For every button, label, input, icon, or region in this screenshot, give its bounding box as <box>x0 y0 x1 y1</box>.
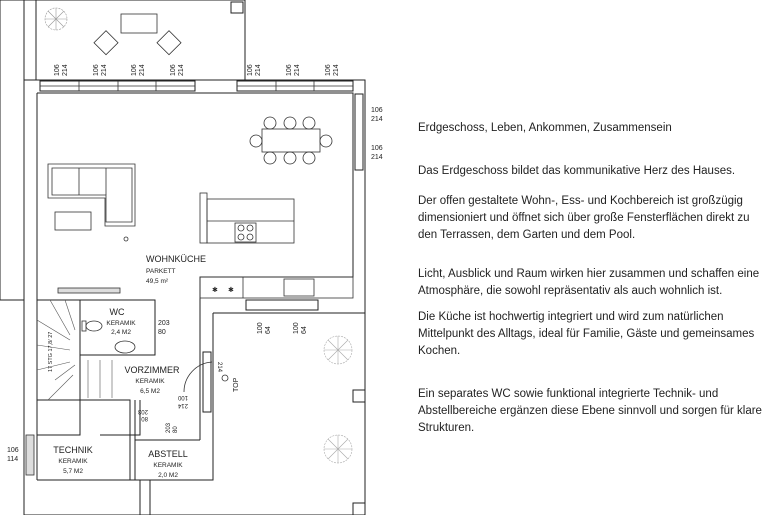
wall-stub <box>139 480 151 515</box>
dim-label: 106 <box>371 145 383 152</box>
description-paragraph: Der offen gestaltete Wohn-, Ess- und Koc… <box>418 195 750 241</box>
room-label-wc: WC KERAMIK 2,4 M2 <box>106 307 136 336</box>
entry-door <box>202 351 212 413</box>
dim-label: 203 <box>166 422 172 433</box>
room-floor: KERAMIK <box>106 320 136 327</box>
cooktop-icon <box>234 222 257 243</box>
terrace-wall <box>23 0 37 81</box>
room-floor: KERAMIK <box>58 458 88 465</box>
kitchen-island <box>199 192 295 244</box>
top-label: TOP <box>233 377 240 392</box>
dim-label: 114 <box>7 456 18 463</box>
room-floor: KERAMIK <box>135 378 165 385</box>
dim-label: 214 <box>294 64 301 76</box>
kitchen-counter: ✱✱ <box>199 276 354 299</box>
dim-label: 214 <box>333 64 340 76</box>
dim-label: 214 <box>101 64 108 76</box>
dim-label: 214 <box>62 64 69 76</box>
description-paragraph: Das Erdgeschoss bildet das kommunikative… <box>418 165 736 177</box>
top-marker-icon <box>221 374 229 382</box>
room-area: 5,7 M2 <box>63 468 83 475</box>
column <box>352 389 366 403</box>
tree-icon <box>44 7 68 31</box>
description-paragraph: Licht, Ausblick und Raum wirken hier zus… <box>418 268 760 297</box>
washbasin-icon <box>114 340 136 354</box>
entry-door-swing <box>183 361 213 393</box>
dim-label: 106 <box>7 447 19 454</box>
description-paragraph: Ein separates WC sowie funktional integr… <box>418 388 762 434</box>
room-label-vorzimmer: VORZIMMER KERAMIK 6,5 M2 <box>125 365 180 395</box>
room-area: 6,5 M2 <box>140 388 160 395</box>
dim-label: 214 <box>177 402 188 408</box>
dim-label: 106 <box>371 107 383 114</box>
lounge-table <box>120 13 158 34</box>
room-floor: KERAMIK <box>153 462 183 469</box>
room-label-wohnkueche: WOHNKÜCHE PARKETT 49,5 m² <box>146 254 206 285</box>
dim-label: 214 <box>255 64 262 76</box>
column-marker <box>123 236 129 242</box>
dim-label: 64 <box>265 326 272 334</box>
dining-table <box>249 116 333 165</box>
room-area: 2,4 M2 <box>111 329 131 336</box>
dim-label: 80 <box>158 329 166 336</box>
dim-label: 64 <box>301 326 308 334</box>
dim-label: 214 <box>216 362 222 373</box>
window-kitchen <box>245 299 319 311</box>
room-label-abstell: ABSTELL KERAMIK 2,0 M2 <box>148 449 188 479</box>
dim-label: 203 <box>158 320 170 327</box>
dim-label: 100 <box>293 322 300 334</box>
staircase <box>36 299 113 401</box>
dim-label: 80 <box>141 415 148 421</box>
tree-icon <box>323 434 353 464</box>
window-living <box>57 287 121 294</box>
dim-label: 106 <box>247 64 254 76</box>
lounge-chair <box>93 30 119 56</box>
svg-text:✱: ✱ <box>212 286 218 294</box>
room-name: TECHNIK <box>53 445 93 455</box>
left-strip <box>0 0 25 301</box>
room-walls <box>37 299 365 481</box>
dim-label: 106 <box>93 64 100 76</box>
dim-label: 100 <box>257 322 264 334</box>
svg-text:✱: ✱ <box>228 286 234 294</box>
window-row-right <box>236 80 354 92</box>
stair-label: 17 STG 17,8/ 27 <box>48 332 54 372</box>
room-name: WC <box>110 307 125 317</box>
exterior-wall <box>23 79 366 515</box>
window-row-left <box>39 80 196 92</box>
room-area: 49,5 m² <box>146 278 169 285</box>
dim-label: 106 <box>286 64 293 76</box>
description-paragraph: Die Küche ist hochwertig integriert und … <box>418 311 755 357</box>
sofa <box>47 163 136 231</box>
dim-label: 100 <box>177 394 188 400</box>
room-name: VORZIMMER <box>125 365 180 375</box>
window-east <box>354 93 364 171</box>
dim-label: 106 <box>170 64 177 76</box>
terrace-column <box>230 1 244 14</box>
dim-label: 106 <box>325 64 332 76</box>
room-floor: PARKETT <box>146 268 176 275</box>
dim-label: 106 <box>131 64 138 76</box>
dim-label: 203 <box>137 408 148 414</box>
description-heading: Erdgeschoss, Leben, Ankommen, Zusammense… <box>418 122 672 134</box>
room-label-technik: TECHNIK KERAMIK 5,7 M2 <box>53 445 93 475</box>
room-name: ABSTELL <box>148 449 188 459</box>
sink-icon <box>283 278 315 297</box>
dim-label: 214 <box>371 154 383 161</box>
dim-label: 214 <box>139 64 146 76</box>
interior-wall <box>36 92 354 480</box>
column <box>352 502 366 515</box>
dim-label: 106 <box>54 64 61 76</box>
dim-label: 214 <box>371 116 383 123</box>
lounge-chair <box>156 30 182 56</box>
window-technik <box>25 434 35 476</box>
dim-label: 80 <box>173 426 179 433</box>
dim-label: 214 <box>178 64 185 76</box>
room-area: 2,0 M2 <box>158 472 178 479</box>
room-name: WOHNKÜCHE <box>146 254 206 264</box>
toilet-icon <box>81 320 103 332</box>
tree-icon <box>323 335 353 365</box>
